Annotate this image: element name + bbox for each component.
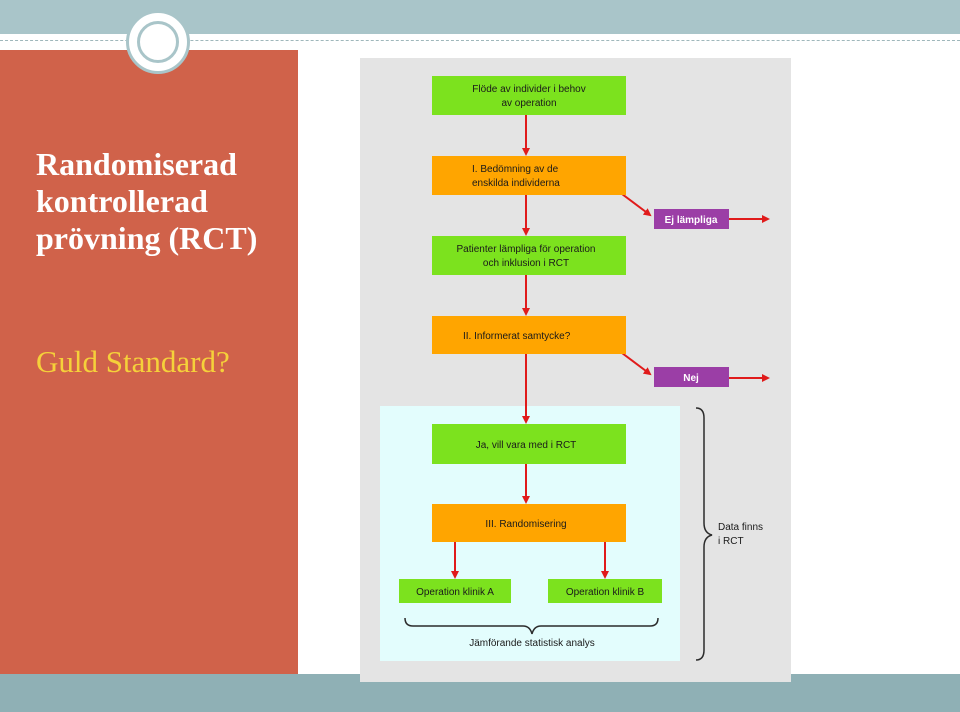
slide-subtitle: Guld Standard? [36,344,230,379]
circle-ornament-inner [137,21,179,63]
box-assessment-line-2: enskilda individerna [472,178,560,189]
box-randomization-label: III. Randomisering [485,519,566,530]
box-yes-label: Ja, vill vara med i RCT [476,440,577,451]
flowchart-svg: Flöde av individer i behov av operation … [360,58,791,682]
box-clinic-b-label: Operation klinik B [566,587,645,598]
slide-title: Randomiserad kontrollerad prövning (RCT) [36,146,258,256]
box-consent: II. Informerat samtycke? [432,316,626,354]
box-consent-label: II. Informerat samtycke? [463,331,571,342]
box-assessment-line-1: I. Bedömning av de [472,164,559,175]
horizontal-brace [404,617,659,635]
box-flow: Flöde av individer i behov av operation [432,76,626,115]
rct-flowchart: Flöde av individer i behov av operation … [360,58,791,682]
box-suitable: Patienter lämpliga för operation och ink… [432,236,626,275]
box-clinic-b: Operation klinik B [548,579,662,603]
box-yes: Ja, vill vara med i RCT [432,424,626,464]
data-label-line-2: i RCT [718,536,744,547]
box-assessment: I. Bedömning av de enskilda individerna [432,156,626,195]
side-panel: Randomiserad kontrollerad prövning (RCT)… [0,50,298,674]
box-not-suitable: Ej lämpliga [654,209,729,229]
flow-arrows [451,115,770,579]
vertical-brace [695,407,713,661]
dashed-divider [0,40,960,41]
box-randomization: III. Randomisering [432,504,626,542]
box-no: Nej [654,367,729,387]
data-label-line-1: Data finns [718,522,763,533]
box-clinic-a-label: Operation klinik A [416,587,494,598]
box-flow-line-2: av operation [501,98,556,109]
box-no-label: Nej [683,373,699,384]
box-clinic-a: Operation klinik A [399,579,511,603]
circle-ornament-icon [126,10,190,74]
box-suitable-line-2: och inklusion i RCT [483,258,569,269]
comparison-label: Jämförande statistisk analys [469,638,595,649]
box-flow-line-1: Flöde av individer i behov [472,84,585,95]
box-not-suitable-label: Ej lämpliga [665,215,718,226]
box-suitable-line-1: Patienter lämpliga för operation [457,244,596,255]
